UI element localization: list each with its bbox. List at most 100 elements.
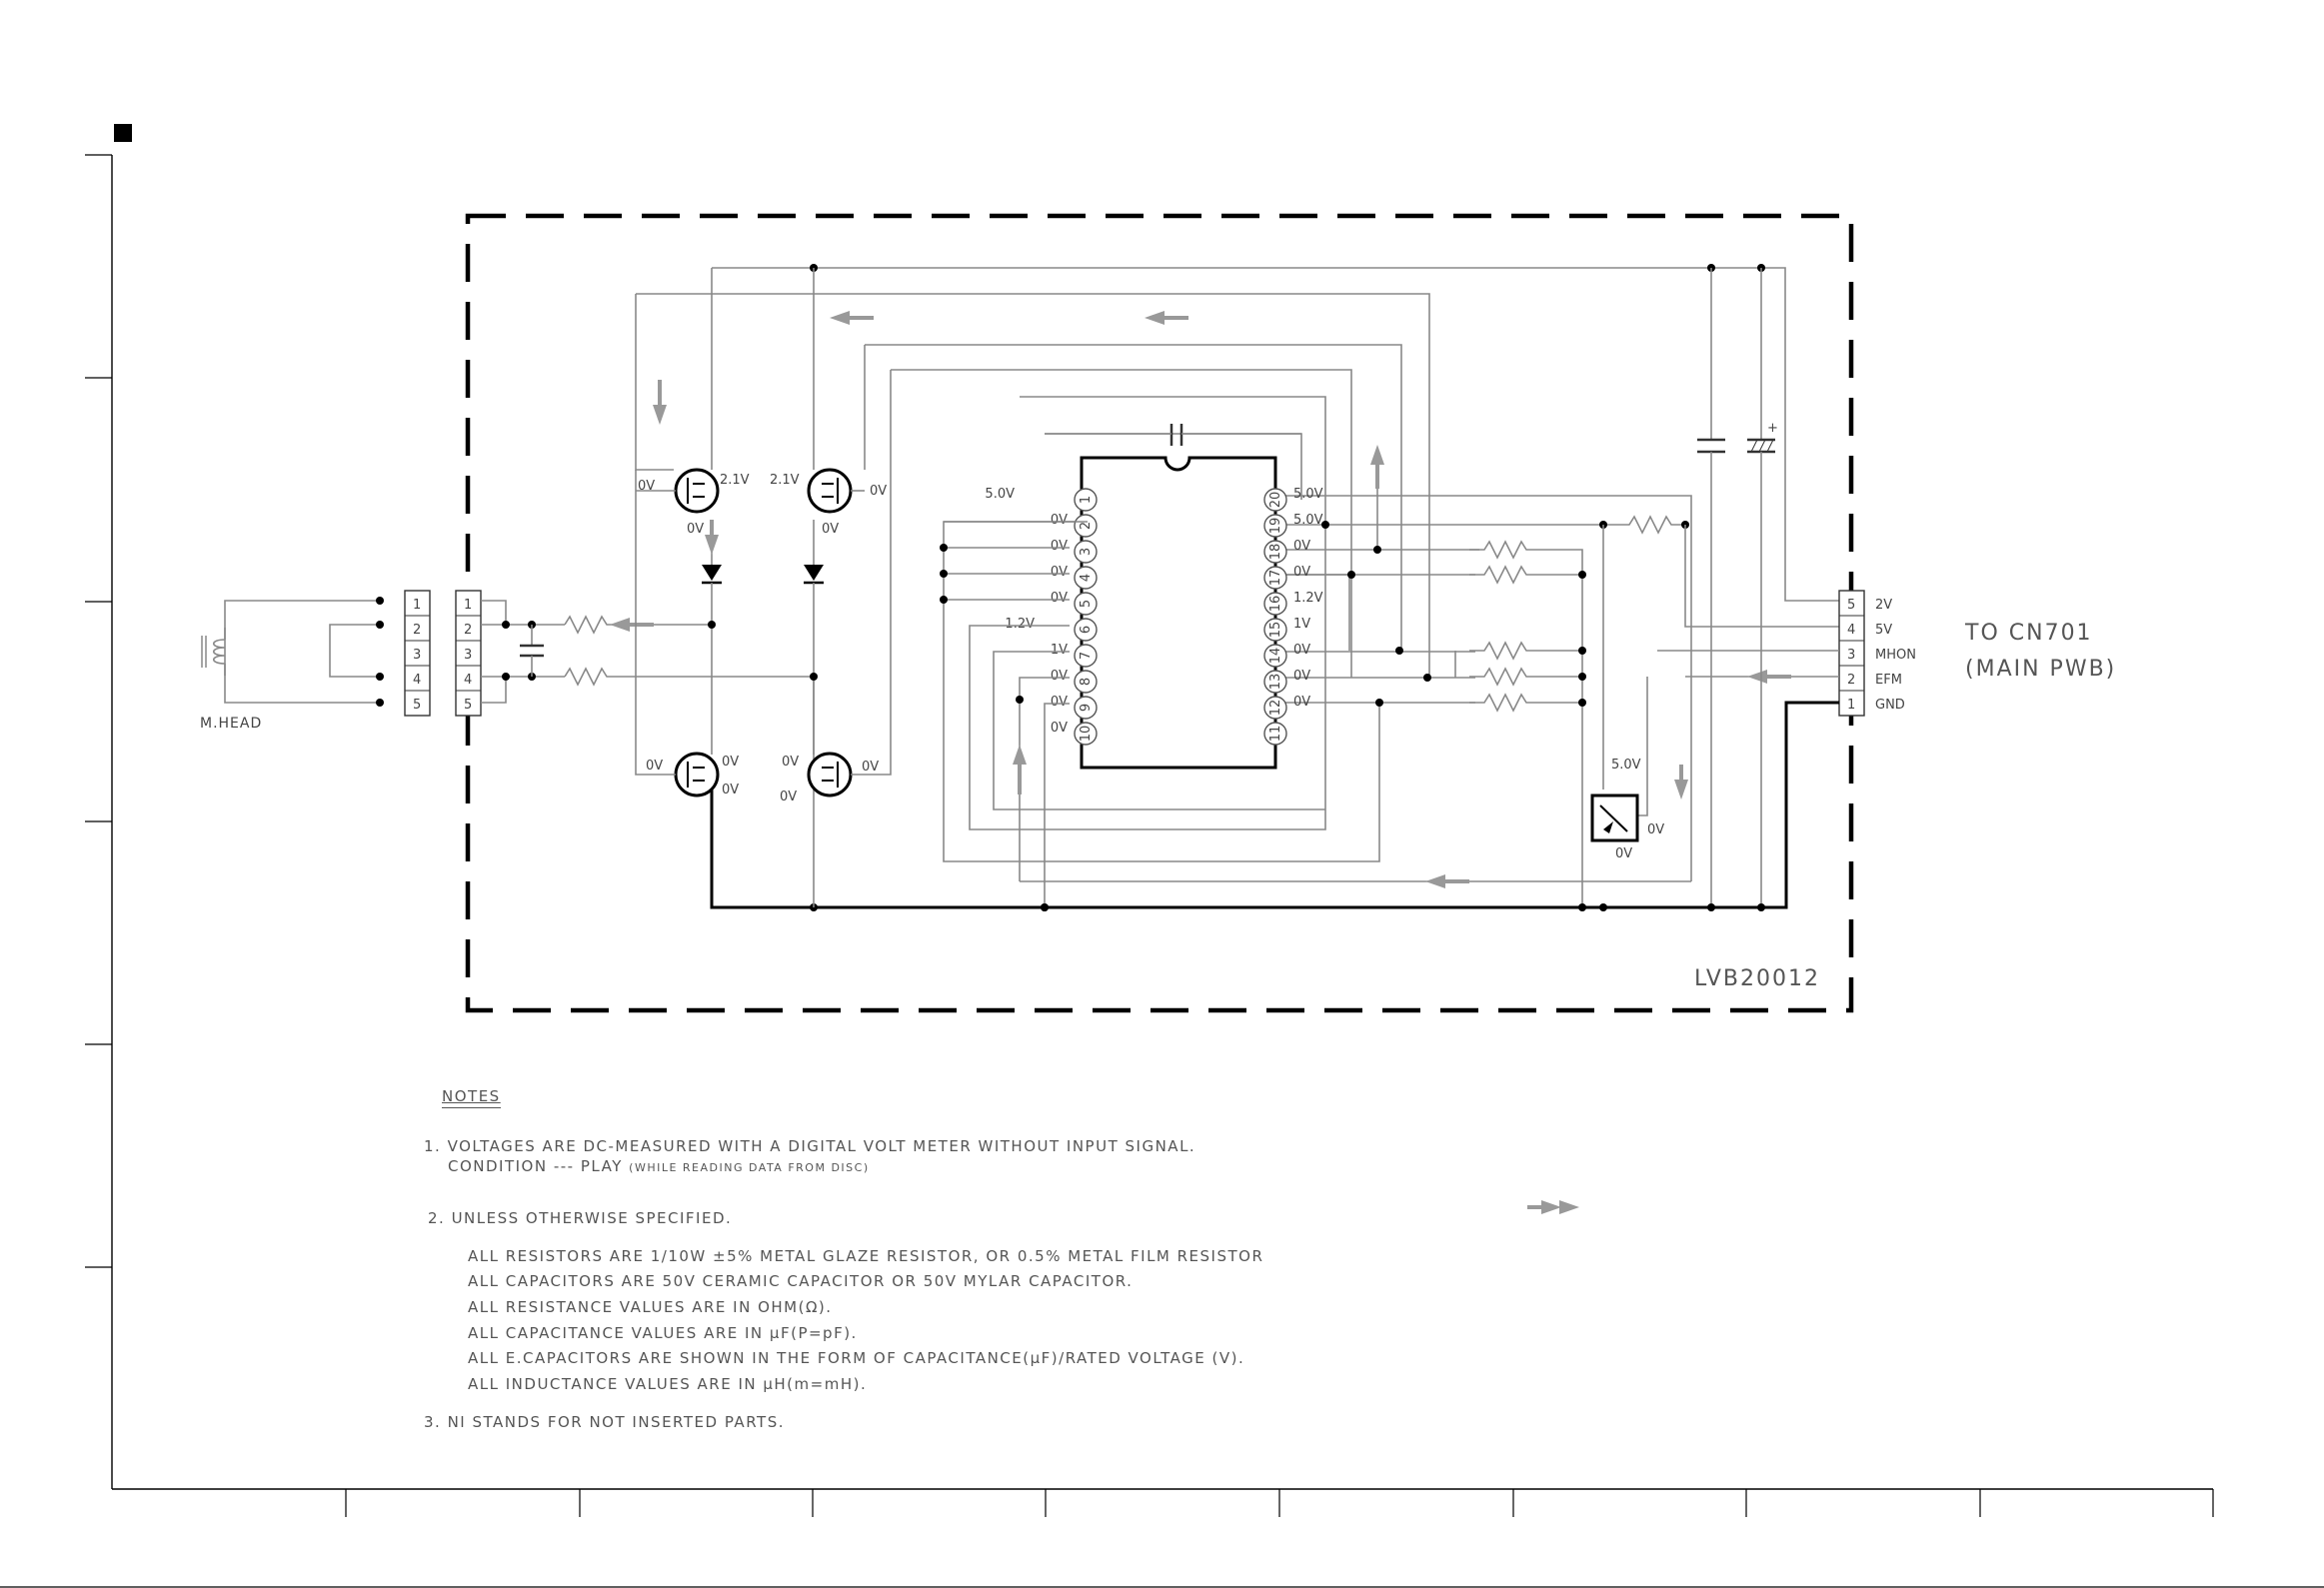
section-marker-icon — [114, 124, 132, 142]
svg-text:3: 3 — [413, 648, 421, 663]
ic-pin-voltage: 0V — [1051, 721, 1068, 736]
ic-pin — [1263, 696, 1287, 720]
svg-text:3: 3 — [464, 648, 472, 663]
ic-pin-number: 10 — [1079, 726, 1094, 743]
ic-pin — [1263, 514, 1287, 538]
note-2-item: ALL INDUCTANCE VALUES ARE IN μH(m=mH). — [468, 1375, 868, 1393]
svg-text:0V: 0V — [1615, 846, 1632, 861]
ic-pin-number: 13 — [1268, 674, 1283, 691]
supply-capacitors: + — [1697, 268, 1778, 907]
ic-pin-voltage: 1V — [1293, 617, 1310, 632]
svg-text:1: 1 — [413, 598, 421, 613]
ic-pin-number: 14 — [1268, 648, 1283, 665]
destination-line1: TO CN701 — [1964, 621, 2093, 646]
note-1-condition: CONDITION --- PLAY — [448, 1157, 623, 1175]
transistor-q5: 5.0V 0V 0V — [1590, 758, 1688, 861]
ic-pin — [1074, 488, 1098, 512]
ic-pin-number: 12 — [1268, 700, 1283, 717]
svg-text:0V: 0V — [870, 484, 887, 499]
transistor-q3: 0V 0V 0V — [635, 470, 739, 797]
ic-pin-number: 3 — [1079, 548, 1094, 556]
ic-pin-number: 11 — [1268, 726, 1283, 743]
svg-text:1: 1 — [464, 598, 472, 613]
svg-text:GND: GND — [1875, 698, 1905, 713]
svg-text:4: 4 — [1847, 623, 1855, 638]
ic-pin-number: 8 — [1079, 678, 1094, 686]
transistor-q2: 2.1V 0V 0V — [770, 468, 887, 537]
svg-text:2V: 2V — [1875, 598, 1892, 613]
ic-pin — [1263, 722, 1287, 746]
ic-pin-number: 9 — [1079, 704, 1094, 712]
ic-pin-number: 6 — [1079, 626, 1094, 634]
ic-pin-voltage: 0V — [1293, 669, 1310, 684]
svg-text:2: 2 — [1847, 673, 1855, 688]
note-2-item: ALL RESISTORS ARE 1/10W ±5% METAL GLAZE … — [468, 1247, 1264, 1265]
svg-text:0V: 0V — [638, 479, 655, 494]
ic-pin-number: 20 — [1268, 492, 1283, 509]
note-2-item: ALL CAPACITANCE VALUES ARE IN μF(P=pF). — [468, 1324, 858, 1342]
ic-pin-voltage: 5.0V — [985, 487, 1015, 502]
ic-left-wiring — [940, 521, 1325, 911]
ic-pin-number: 1 — [1079, 496, 1094, 504]
ic-pin — [1263, 592, 1287, 616]
ic-pin — [1074, 644, 1098, 668]
connector-right: 5 4 3 2 1 2V 5V MHON EFM GND — [1615, 590, 1916, 816]
svg-text:0V: 0V — [782, 755, 799, 770]
ic-pin — [1263, 488, 1287, 512]
note-2-item: ALL RESISTANCE VALUES ARE IN OHM(Ω). — [468, 1298, 833, 1316]
svg-text:2.1V: 2.1V — [770, 473, 800, 488]
ic-pin-voltage: 0V — [1051, 565, 1068, 580]
ic-pin-number: 2 — [1079, 522, 1094, 530]
note-2: 2. UNLESS OTHERWISE SPECIFIED. — [428, 1209, 733, 1227]
note-1-line1: 1. VOLTAGES ARE DC-MEASURED WITH A DIGIT… — [424, 1137, 1196, 1155]
ic-pin-number: 18 — [1268, 544, 1283, 561]
note-3: 3. NI STANDS FOR NOT INSERTED PARTS. — [424, 1413, 785, 1431]
ic-pin-voltage: 0V — [1293, 565, 1310, 580]
svg-text:2: 2 — [413, 623, 421, 638]
notes-heading: NOTES — [442, 1087, 501, 1108]
note-1-condition-detail: (WHILE READING DATA FROM DISC) — [629, 1161, 870, 1174]
ic-pin-number: 17 — [1268, 570, 1283, 587]
ic-pin — [1074, 592, 1098, 616]
svg-text:3: 3 — [1847, 648, 1855, 663]
sheet-frame — [0, 124, 2324, 1588]
svg-text:0V: 0V — [646, 759, 663, 774]
svg-text:4: 4 — [464, 673, 472, 688]
diodes — [702, 520, 824, 755]
svg-text:+: + — [1767, 421, 1778, 436]
ic-pin — [1074, 566, 1098, 590]
svg-text:0V: 0V — [687, 522, 704, 537]
magnetic-head — [201, 597, 384, 707]
ic-pin — [1074, 514, 1098, 538]
svg-text:2.1V: 2.1V — [720, 473, 750, 488]
ic-pin — [1263, 540, 1287, 564]
ic-pin — [1263, 618, 1287, 642]
svg-text:4: 4 — [413, 673, 421, 688]
svg-text:1: 1 — [1847, 698, 1855, 713]
svg-text:5.0V: 5.0V — [1611, 758, 1641, 773]
board-id: LVB20012 — [1694, 966, 1820, 991]
ic-pin-voltage: 5.0V — [1293, 487, 1323, 502]
destination-line2: (MAIN PWB) — [1965, 657, 2116, 682]
svg-text:0V: 0V — [822, 522, 839, 537]
ic-pin-number: 19 — [1268, 518, 1283, 535]
ic-pin-voltage: 1.2V — [1293, 591, 1323, 606]
ic-pin — [1074, 722, 1098, 746]
ic-pin — [1074, 618, 1098, 642]
note-1-line2: CONDITION --- PLAY (WHILE READING DATA F… — [448, 1157, 870, 1175]
svg-text:MHON: MHON — [1875, 648, 1916, 663]
ic-pin — [1263, 670, 1287, 694]
svg-text:5: 5 — [464, 698, 472, 713]
svg-text:2: 2 — [464, 623, 472, 638]
ic-pin-voltage: 5.0V — [1293, 513, 1323, 528]
ic-pin-number: 5 — [1079, 600, 1094, 608]
ic-pin-voltage: 0V — [1293, 539, 1310, 554]
head-label: M.HEAD — [200, 716, 262, 732]
ic-pin-voltage: 0V — [1051, 539, 1068, 554]
svg-text:0V: 0V — [722, 755, 739, 770]
ic-pin-voltage: 0V — [1051, 591, 1068, 606]
svg-text:5: 5 — [413, 698, 421, 713]
svg-text:0V: 0V — [780, 790, 797, 804]
